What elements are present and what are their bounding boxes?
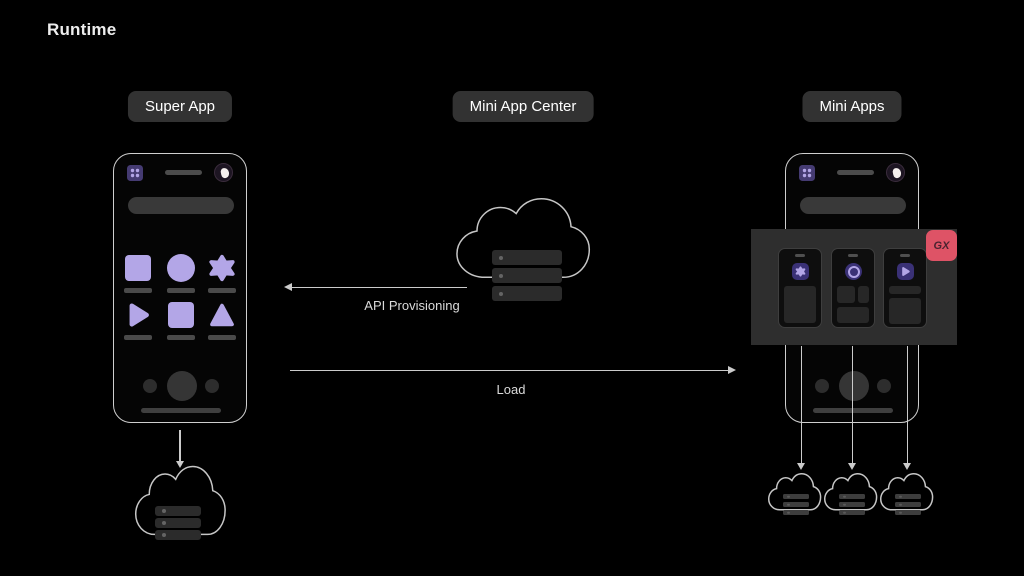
avatar [214,163,233,182]
wireframe-block [889,286,921,294]
api-provisioning-line [291,287,467,289]
grid-menu-icon [127,165,143,181]
super-app-cloud-icon [131,465,231,548]
server-row [155,506,201,516]
wireframe-block [889,298,921,324]
avatar-glyph [220,167,230,179]
play-icon [897,263,914,280]
flower-icon [792,263,809,280]
nav-dot [877,379,891,393]
nav-dot [205,379,219,393]
arrow-down-icon [903,463,911,470]
wireframe-block [837,307,869,323]
mini-app-cloud-icon [822,473,880,517]
app-icon-triangle [207,300,237,330]
api-provisioning-label: API Provisioning [364,298,460,313]
mini-apps-panel [751,229,957,345]
server-row [492,268,562,283]
arrow-down-icon [797,463,805,470]
nav-dot-big [839,371,869,401]
arrow-down-icon [175,461,184,468]
avatar [886,163,905,182]
mini-app-center-cloud-icon [450,197,598,293]
arrow-left-icon [284,283,292,291]
app-icon-square [123,253,153,283]
nav-dot [815,379,829,393]
app-icon-circle [166,253,196,283]
circle-icon [845,263,862,280]
search-bar [128,197,234,214]
status-dash [837,170,874,175]
app-icon-flower [207,253,237,283]
nav-dot [143,379,157,393]
mini-app-card-circle [831,248,875,328]
mini-app-cloud-connector [851,346,853,464]
wireframe-block [858,286,869,303]
search-bar [800,197,906,214]
home-indicator [141,408,221,413]
mini-app-center-label: Mini App Center [452,91,594,122]
status-dash [165,170,202,175]
wireframe-block [784,286,816,323]
gx-badge: GX [926,230,957,261]
grid-menu-icon [799,165,815,181]
wireframe-block [837,286,855,303]
server-row [155,530,201,540]
load-label: Load [496,382,526,397]
mini-app-card-flower [778,248,822,328]
super-app-label: Super App [127,91,233,122]
arrow-down-icon [848,463,856,470]
home-indicator [813,408,893,413]
server-row [492,286,562,301]
nav-dot-big [167,371,197,401]
load-line [290,370,730,372]
super-app-phone [113,153,247,423]
mini-app-cloud-connector [800,346,802,464]
super-app-cloud-connector [179,430,181,462]
mini-app-cloud-connector [906,346,908,464]
mini-apps-label: Mini Apps [802,91,902,122]
avatar-glyph [892,167,902,179]
app-icon-square [166,300,196,330]
page-title: Runtime [47,20,117,39]
arrow-right-icon [728,366,736,374]
app-icon-play [123,300,153,330]
server-row [492,250,562,265]
mini-app-cloud-icon [878,473,936,517]
mini-app-card-play [883,248,927,328]
mini-app-cloud-icon [766,473,824,517]
server-row [155,518,201,528]
